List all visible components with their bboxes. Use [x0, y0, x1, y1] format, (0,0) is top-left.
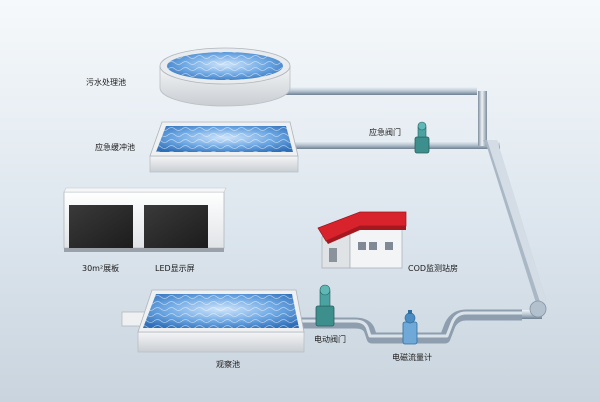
label-display-board: 30m²展板: [82, 264, 120, 273]
led-screen-panel: [144, 205, 208, 248]
electric-valve-icon[interactable]: [315, 284, 335, 327]
cod-station-door: [329, 248, 337, 262]
label-emergency-pool: 应急缓冲池: [95, 143, 135, 152]
label-observation-pool: 观察池: [216, 360, 240, 369]
label-cod-station: COD监测站房: [408, 264, 459, 273]
display-board-panel: [69, 205, 133, 248]
emergency-buffer-pool: [149, 121, 299, 173]
pipe-vertical-1: [478, 91, 487, 146]
sewage-treatment-pool: [159, 47, 291, 107]
label-electric-valve: 电动阀门: [314, 335, 346, 344]
pipe-sewage-outlet: [282, 87, 477, 95]
emergency-valve-icon[interactable]: [414, 121, 430, 154]
pipe-bottom-right: [520, 310, 542, 319]
label-led-screen: LED显示屏: [155, 264, 195, 273]
label-emergency-valve: 应急阀门: [369, 128, 401, 137]
pipe-emergency-outlet: [290, 141, 500, 149]
observation-pool: [121, 289, 305, 353]
flow-meter-icon[interactable]: [402, 310, 418, 345]
label-sewage-pool: 污水处理池: [86, 78, 126, 87]
label-flow-meter: 电磁流量计: [392, 353, 432, 362]
pipe-network: [282, 87, 547, 345]
cod-station-building: [317, 211, 407, 269]
display-board: [63, 187, 227, 252]
